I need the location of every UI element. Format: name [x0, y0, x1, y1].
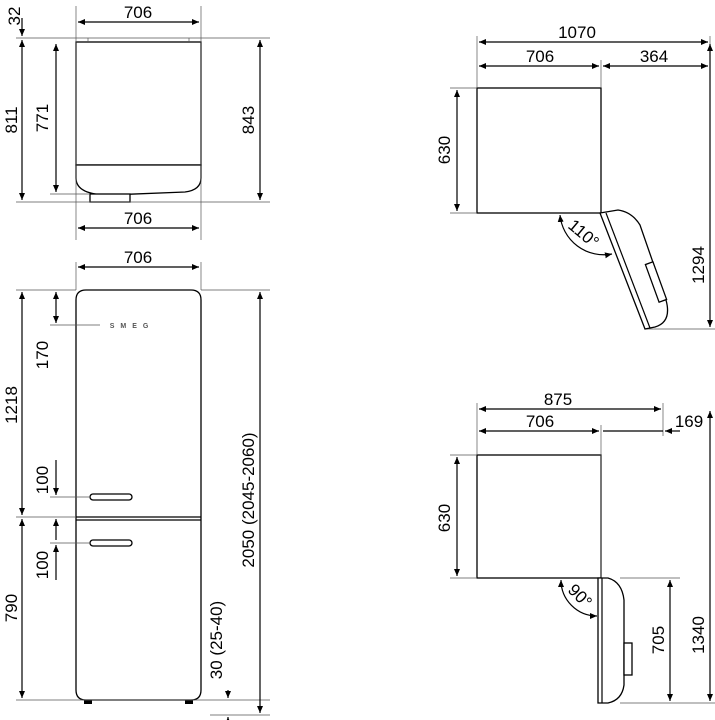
freezer-handle	[89, 539, 133, 547]
front-view: 706 SMEG 1218 170 100 100 790 2050 (2045…	[2, 248, 270, 720]
label-110-angle: 110°	[564, 216, 602, 252]
label-handle-upper-offset: 100	[33, 466, 52, 494]
top-view: 706 32 811 771 843 706	[2, 3, 270, 240]
label-fridge-height: 1218	[2, 386, 21, 424]
label-logo-offset: 170	[33, 341, 52, 369]
label-90-door-overhang: 169	[675, 412, 703, 431]
open-90-view: 875 706 169 630 1340 705 90°	[435, 390, 715, 704]
label-handle-lower-offset: 100	[33, 551, 52, 579]
label-110-total-width: 1070	[558, 23, 596, 42]
top-view-body	[75, 41, 202, 166]
label-depth-total: 811	[2, 106, 21, 133]
label-hinge-offset: 32	[5, 7, 24, 26]
label-depth-body: 771	[33, 104, 52, 132]
label-front-width: 706	[124, 248, 152, 267]
smeg-logo: SMEG	[110, 323, 155, 330]
door-110-handle	[644, 261, 668, 303]
label-90-body-width: 706	[526, 412, 554, 431]
label-110-total-depth: 1294	[689, 246, 708, 284]
open-110-view: 1070 706 364 630 1294 110°	[435, 23, 715, 330]
label-110-door-overhang: 364	[640, 47, 668, 66]
label-90-total-depth: 1340	[689, 616, 708, 654]
door-90-handle	[623, 642, 633, 676]
label-depth-with-door: 843	[239, 106, 258, 134]
label-90-angle: 90°	[564, 580, 596, 612]
door-open-90	[597, 577, 625, 704]
label-feet-height: 30 (25-40)	[207, 601, 226, 679]
label-110-depth: 630	[435, 136, 454, 164]
label-freezer-height: 790	[2, 594, 21, 622]
label-90-door-depth: 705	[649, 626, 668, 654]
top-view-door	[75, 164, 202, 196]
top-view-handle	[89, 193, 131, 203]
label-90-depth: 630	[435, 504, 454, 532]
label-width-top: 706	[124, 3, 152, 22]
label-width-bottom: 706	[124, 209, 152, 228]
door-open-110	[599, 209, 669, 330]
label-90-total-width: 875	[544, 390, 572, 409]
label-110-body-width: 706	[526, 47, 554, 66]
label-total-height: 2050 (2045-2060)	[239, 432, 258, 567]
fridge-handle	[89, 493, 133, 501]
